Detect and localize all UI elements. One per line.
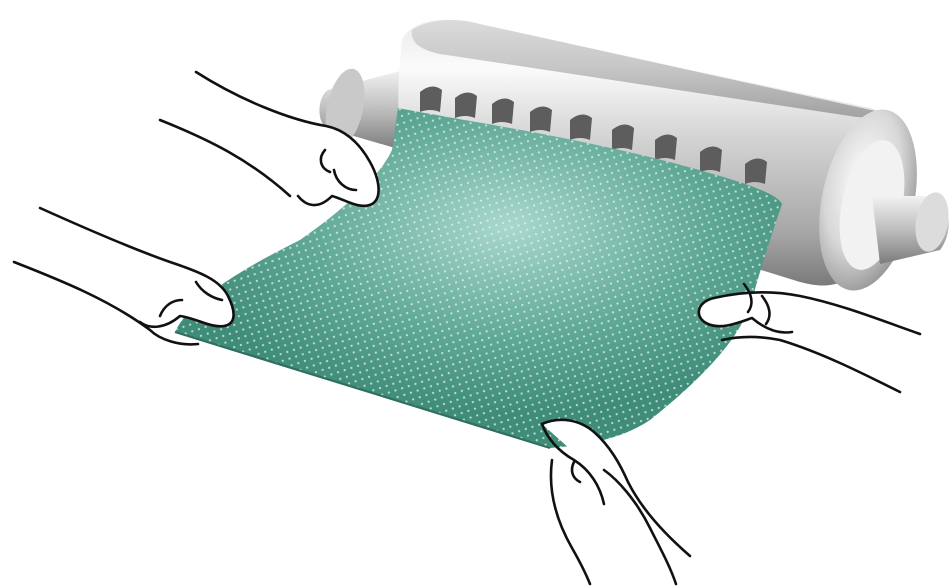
hand-icon [699,284,920,392]
